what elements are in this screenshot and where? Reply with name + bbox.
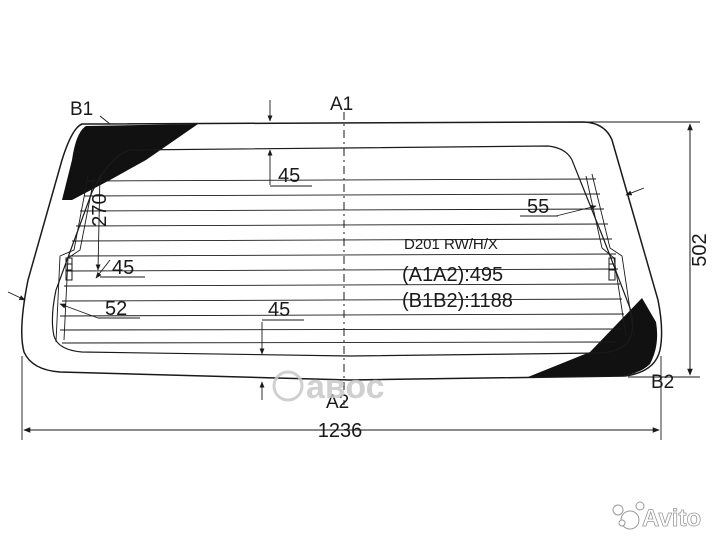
glass-inner-border [51,145,634,357]
avito-brand-text: Avito [642,505,701,532]
top-gap-value: 45 [278,165,300,187]
heater-height-value: 270 [89,193,111,226]
lower-left-gap-value: 52 [105,298,127,320]
corner-label-a2: A2 [326,392,349,413]
glass-code: D201 RW/H/X [404,236,498,253]
ceramic-band-top-left [62,124,198,200]
right-gap-value: 55 [527,196,549,218]
left-gap-arrow [95,259,111,279]
spec-b1b2: (B1B2):1188 [402,290,513,312]
right-gap-arrow-outer [625,187,645,196]
brand-ring-icon [272,370,304,402]
heater-grid [55,173,635,344]
right-gap-arrow-inner [555,204,597,217]
lower-left-gap-arrow-a [59,303,99,319]
left-terminal [65,257,73,281]
corner-label-b1: B1 [70,99,93,120]
corner-label-b2: B2 [651,372,674,393]
corner-label-a1: A1 [330,94,353,115]
corner-b1-leader [99,115,111,125]
center-brand-text: aвос [306,368,385,406]
right-terminal [608,257,616,281]
glass-outer-outline [21,121,663,381]
lower-left-gap-arrow-b [7,291,26,301]
left-gap-value: 45 [112,257,134,279]
avito-watermark: Avito [612,501,702,532]
bottom-gap-value: 45 [268,299,290,321]
center-brand-watermark: aвос [272,368,385,406]
overall-width-value: 1236 [318,420,363,442]
avito-dots-icon [612,501,645,530]
ceramic-band-bottom-right [528,298,658,377]
heater-height-line [95,173,103,271]
spec-a1a2: (A1A2):495 [402,264,503,286]
overall-height-value: 502 [689,233,711,266]
